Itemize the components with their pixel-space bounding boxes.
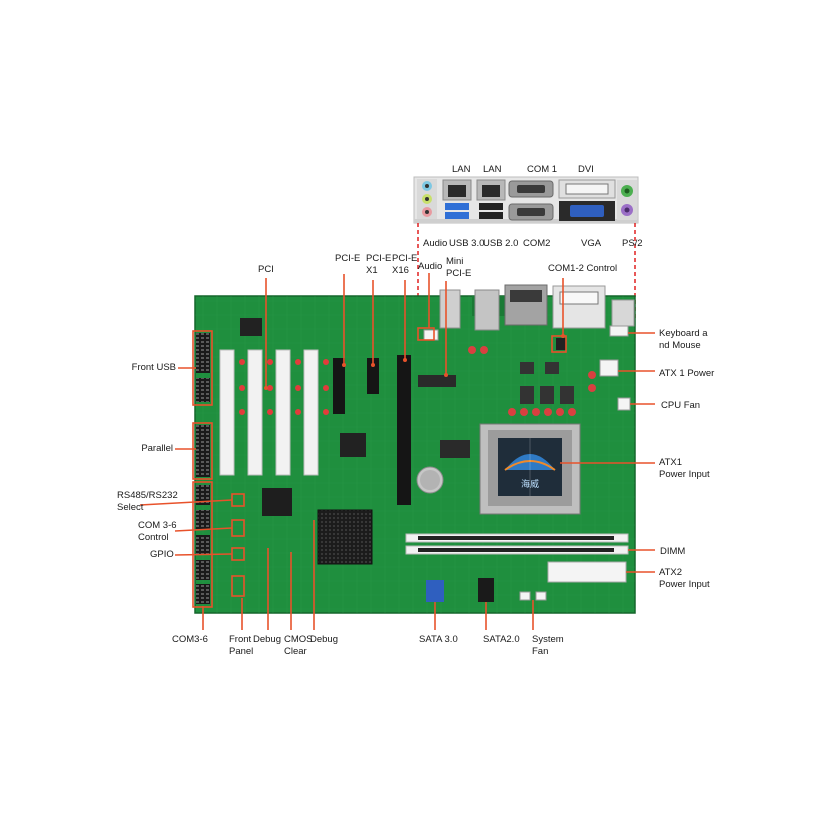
label-usb20: USB 2.0 (483, 238, 519, 249)
cpu-chip-logo: 海威 (521, 478, 539, 490)
board-chips (240, 318, 631, 516)
label-rs485-select: RS485/RS232 Select (117, 490, 178, 513)
label-front-panel: Front Panel (229, 634, 254, 657)
label-pcie: PCI-E (335, 253, 361, 264)
label-atx2-power-input: ATX2 Power Input (659, 567, 710, 590)
label-mini-pcie: Mini PCI-E (446, 256, 472, 279)
label-usb30: USB 3.0 (449, 238, 485, 249)
label-system-fan: System Fan (532, 634, 564, 657)
cpu-socket (479, 423, 581, 515)
leader-dots (264, 334, 565, 390)
label-com1: COM 1 (527, 164, 558, 175)
highlight-boxes (192, 327, 567, 608)
ps2-ports-icon (617, 180, 637, 220)
label-vga: VGA (581, 238, 602, 249)
label-sata30: SATA 3.0 (419, 634, 458, 645)
label-pci: PCI (258, 264, 274, 275)
heatsink (317, 509, 373, 565)
label-ps2: PS/2 (622, 238, 643, 249)
label-dimm: DIMM (660, 546, 686, 557)
label-keyboard-mouse: Keyboard a nd Mouse (659, 328, 708, 351)
sata-connectors (426, 578, 547, 602)
dimm-slots (405, 533, 629, 555)
label-debug-a: Debug (253, 634, 281, 645)
label-front-usb: Front USB (131, 362, 176, 373)
label-atx1-power-input: ATX1 Power Input (659, 457, 710, 480)
pcie-slots (333, 355, 411, 505)
audio-jacks-icon (417, 179, 437, 219)
label-parallel: Parallel (141, 443, 173, 454)
leader-lines (139, 273, 655, 630)
label-com36: COM3-6 (172, 634, 208, 645)
label-lan-b: LAN (483, 164, 502, 175)
label-dvi: DVI (578, 164, 594, 175)
label-cmos-clear: CMOS Clear (284, 634, 313, 657)
board-rear-connectors (439, 284, 635, 331)
dvi-vga-icon (558, 179, 616, 221)
label-atx1-power: ATX 1 Power (659, 368, 715, 379)
label-pcie-x1: PCI-E X1 (366, 253, 392, 276)
lan-usb30-stack-icon (442, 179, 472, 219)
label-com12-control: COM1-2 Control (548, 263, 618, 274)
label-audio-header: Audio (418, 261, 443, 272)
label-pcie-x16: PCI-E X16 (392, 253, 418, 276)
label-debug-b: Debug (310, 634, 338, 645)
left-headers (196, 333, 210, 604)
pci-slots (219, 349, 329, 476)
lan-usb20-stack-icon (476, 179, 506, 219)
label-com2: COM2 (523, 238, 551, 249)
label-com36-control: COM 3-6 Control (138, 520, 177, 543)
label-sata20: SATA2.0 (483, 634, 520, 645)
label-audio-panel: Audio (423, 238, 448, 249)
label-lan-a: LAN (452, 164, 471, 175)
atx2-connector (547, 561, 627, 583)
com-ports-icon (508, 180, 554, 221)
mini-pcie-slot (418, 375, 456, 387)
label-cpu-fan: CPU Fan (661, 400, 701, 411)
label-gpio: GPIO (150, 549, 174, 560)
